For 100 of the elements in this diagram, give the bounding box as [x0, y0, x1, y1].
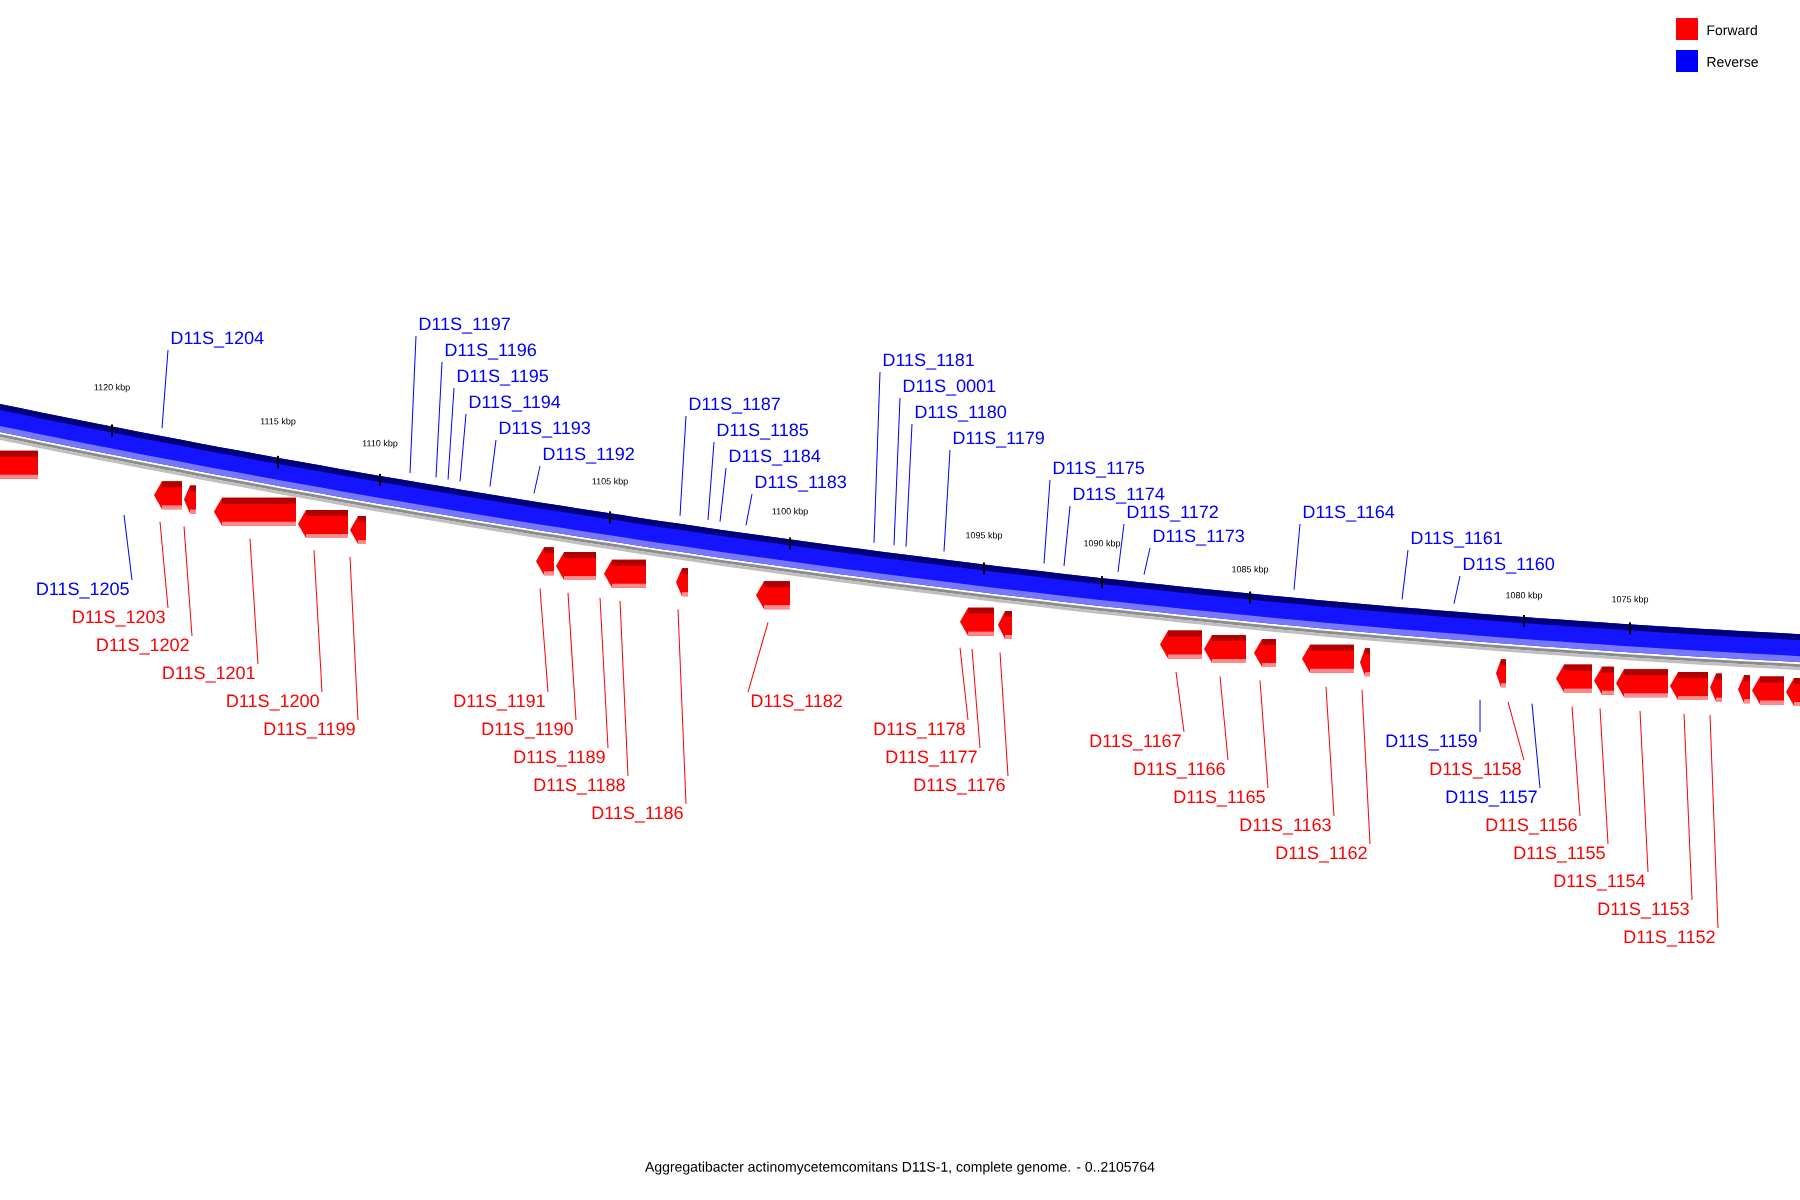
- gene-label: D11S_1163: [1240, 818, 1331, 835]
- gene-label: D11S_1166: [1134, 762, 1225, 779]
- gene-label: D11S_1161: [1411, 531, 1502, 548]
- gene-label: D11S_1162: [1276, 846, 1367, 863]
- gene-label: D11S_1167: [1090, 734, 1181, 751]
- leader-line: [159, 521, 169, 609]
- leader-line: [249, 538, 259, 665]
- leader-line: [349, 556, 359, 721]
- gene-label: D11S_1193: [499, 421, 590, 438]
- leader-line: [161, 349, 169, 429]
- gene-label: D11S_1157: [1446, 790, 1537, 807]
- leader-line: [905, 423, 913, 548]
- leader-line: [1599, 707, 1609, 845]
- leader-line: [1683, 713, 1693, 901]
- gene-label: D11S_1178: [874, 722, 965, 739]
- leader-line: [677, 609, 687, 805]
- gene-label: D11S_1158: [1430, 762, 1521, 779]
- gene-label: D11S_1202: [97, 638, 189, 655]
- gene-label: D11S_1190: [482, 722, 573, 739]
- gene-label: D11S_1175: [1053, 461, 1145, 478]
- gene-label: D11S_1173: [1153, 529, 1244, 546]
- gene-label: D11S_0001: [903, 379, 996, 396]
- leader-line: [567, 592, 577, 721]
- gene-label: D11S_1181: [883, 353, 974, 370]
- gene-label: D11S_1183: [755, 475, 846, 492]
- gene-label: D11S_1203: [73, 610, 165, 627]
- leader-line: [1571, 705, 1581, 817]
- gene-label: D11S_1184: [729, 449, 821, 466]
- leader-line: [971, 648, 981, 749]
- gene-label: D11S_1153: [1598, 902, 1689, 919]
- leader-line: [599, 597, 609, 749]
- leader-line: [539, 587, 549, 693]
- leader-line: [183, 525, 193, 637]
- gene-label: D11S_1160: [1463, 557, 1555, 574]
- gene-label: D11S_1172: [1127, 505, 1218, 522]
- gene-label: D11S_1204: [171, 331, 264, 348]
- leader-line: [533, 465, 541, 494]
- gene-label: D11S_1200: [227, 694, 319, 711]
- leader-line: [999, 651, 1009, 777]
- leader-line: [1325, 686, 1335, 817]
- gene-label: D11S_1205: [37, 582, 129, 599]
- gene-label: D11S_1174: [1073, 487, 1165, 504]
- leader-line: [489, 439, 497, 487]
- gene-label: D11S_1182: [751, 694, 842, 711]
- leader-line: [1259, 680, 1269, 789]
- gene-label: D11S_1191: [454, 694, 545, 711]
- leader-line: [1453, 575, 1461, 605]
- gene-label: D11S_1188: [534, 778, 625, 795]
- leader-line: [1401, 549, 1409, 600]
- gene-label: D11S_1196: [445, 343, 536, 360]
- leader-line: [1293, 523, 1301, 591]
- gene-label: D11S_1187: [689, 397, 780, 414]
- leader-line: [719, 467, 727, 523]
- gene-label: D11S_1197: [419, 317, 510, 334]
- leader-line: [435, 361, 443, 478]
- leader-line: [679, 415, 687, 517]
- leader-line: [1709, 714, 1719, 929]
- gene-label: D11S_1180: [915, 405, 1007, 422]
- gene-label: D11S_1152: [1624, 930, 1715, 947]
- gene-label: D11S_1156: [1486, 818, 1577, 835]
- gene-label: D11S_1199: [264, 722, 355, 739]
- leader-line: [313, 549, 323, 693]
- gene-label: D11S_1159: [1386, 734, 1477, 751]
- gene-label: D11S_1155: [1514, 846, 1605, 863]
- gene-label: D11S_1201: [163, 666, 255, 683]
- gene-label: D11S_1177: [886, 750, 977, 767]
- gene-label: D11S_1176: [914, 778, 1005, 795]
- leader-line: [1479, 699, 1481, 733]
- gene-label: D11S_1165: [1174, 790, 1265, 807]
- gene-label: D11S_1189: [514, 750, 605, 767]
- gene-label: D11S_1164: [1303, 505, 1395, 522]
- gene-label: D11S_1194: [469, 395, 561, 412]
- leader-line: [1531, 703, 1541, 789]
- leader-line: [1117, 523, 1125, 573]
- leader-line: [409, 335, 417, 474]
- gene-label: D11S_1186: [592, 806, 683, 823]
- leader-line: [1219, 676, 1229, 761]
- leader-line: [943, 449, 951, 553]
- leader-line: [1043, 479, 1051, 565]
- leader-line: [619, 600, 629, 777]
- leader-line: [1507, 701, 1525, 761]
- leader-line: [459, 413, 467, 482]
- gene-label: D11S_1154: [1554, 874, 1646, 891]
- leader-line: [1175, 671, 1185, 733]
- leader-line: [1361, 689, 1371, 845]
- leader-line: [745, 493, 753, 526]
- leader-line: [707, 441, 715, 521]
- leader-line: [747, 621, 769, 693]
- leader-line: [1143, 547, 1151, 576]
- gene-label: D11S_1179: [953, 431, 1044, 448]
- leader-line: [1063, 505, 1071, 567]
- leader-line: [447, 387, 455, 480]
- leader-line: [1639, 710, 1649, 873]
- gene-label: D11S_1192: [543, 447, 634, 464]
- leader-line: [873, 371, 881, 544]
- gene-label: D11S_1185: [717, 423, 809, 440]
- leader-line: [123, 514, 133, 581]
- gene-label: D11S_1195: [457, 369, 549, 386]
- leader-line: [959, 647, 969, 721]
- leader-line: [893, 397, 901, 546]
